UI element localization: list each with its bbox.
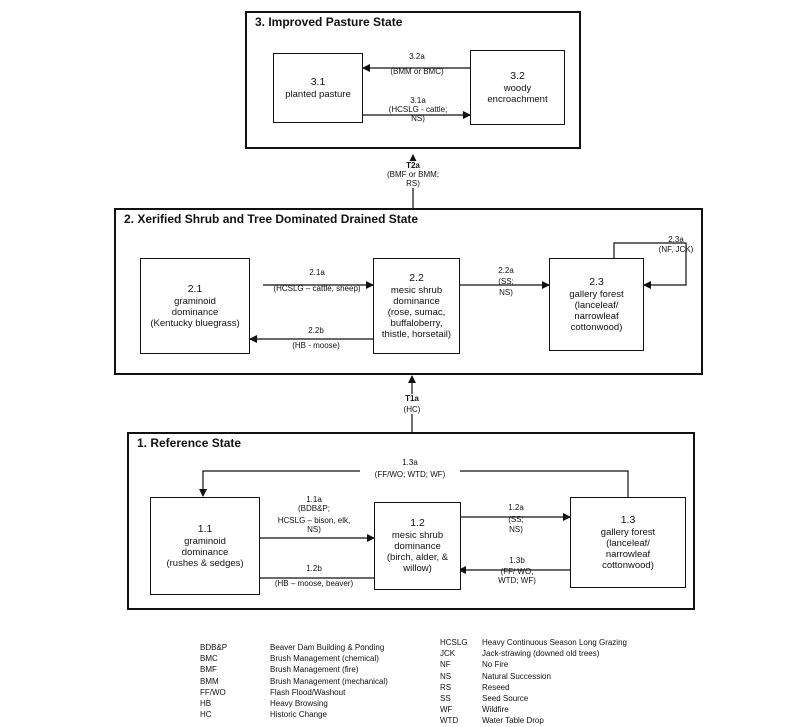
phase-2-2-line5: thistle, horsetail) xyxy=(381,328,452,340)
phase-3-2-number: 3.2 xyxy=(510,69,525,82)
phase-2-2-line4: buffaloberry, xyxy=(390,317,443,329)
transition-2-3a-label: 2.3a (NF, JCK) xyxy=(658,235,694,254)
phase-1-1-line3: (rushes & sedges) xyxy=(166,557,244,569)
phase-1-2-number: 1.2 xyxy=(410,517,425,529)
phase-1-3-line2: (lanceleaf/ xyxy=(606,537,650,549)
state-3-title: 3. Improved Pasture State xyxy=(255,15,403,29)
phase-2-3-line3: narrowleaf xyxy=(574,310,619,322)
phase-1-3-box: 1.3 gallery forest (lanceleaf/ narrowlea… xyxy=(570,497,686,588)
phase-1-1-number: 1.1 xyxy=(197,522,213,535)
phase-1-1-line2: dominance xyxy=(181,546,229,558)
transition-1-1a-label: 1.1a (BDB&P; HCSLG – bison, elk, NS) xyxy=(277,495,351,534)
transition-2-1a-label: 2.1a (HCSLG – cattle, sheep) xyxy=(273,268,361,293)
transition-T2a-label: T2a (BMF or BMM; RS) xyxy=(376,161,450,188)
transition-3-1a-label: 3.1a (HCSLG - cattle; NS) xyxy=(388,96,448,123)
state-3-frame: 3. Improved Pasture State xyxy=(245,11,581,149)
state-2-frame: 2. Xerified Shrub and Tree Dominated Dra… xyxy=(114,208,703,375)
phase-1-3-line3: narrowleaf xyxy=(605,548,651,560)
transition-T1a-label: T1a (HC) xyxy=(396,394,428,414)
phase-2-2-line1: mesic shrub xyxy=(390,284,443,296)
phase-3-2-text: woody encroachment xyxy=(487,82,548,105)
phase-1-2-line4: willow) xyxy=(403,563,432,574)
phase-1-2-line1: mesic shrub xyxy=(391,530,444,541)
phase-2-3-number: 2.3 xyxy=(589,275,604,288)
phase-2-2-number: 2.2 xyxy=(409,271,424,284)
phase-3-1-box: 3.1 planted pasture xyxy=(273,53,363,123)
phase-2-1-number: 2.1 xyxy=(187,282,203,295)
phase-2-2-box: 2.2 mesic shrub dominance (rose, sumac, … xyxy=(373,258,460,354)
phase-1-3-line4: cottonwood) xyxy=(602,559,654,571)
phase-2-1-box: 2.1 graminoid dominance (Kentucky bluegr… xyxy=(140,258,250,354)
phase-1-3-line1: gallery forest xyxy=(600,526,656,538)
transition-2-2b-label: 2.2b (HB - moose) xyxy=(292,326,340,350)
transition-2-2a-label: 2.2a (SS; NS) xyxy=(498,266,514,297)
state-1-title: 1. Reference State xyxy=(137,436,242,450)
phase-1-2-line3: (birch, alder, & xyxy=(386,552,449,563)
phase-1-2-box: 1.2 mesic shrub dominance (birch, alder,… xyxy=(374,502,461,590)
transition-1-3b-label: 1.3b (FF/ WO; WTD; WF) xyxy=(498,556,536,585)
phase-2-2-line3: (rose, sumac, xyxy=(387,306,446,318)
phase-2-3-line4: cottonwood) xyxy=(570,321,623,333)
phase-2-1-line2: dominance xyxy=(171,306,219,318)
phase-2-2-line2: dominance xyxy=(393,295,440,307)
phase-3-1-number: 3.1 xyxy=(310,75,326,88)
transition-1-3a-label: 1.3a (FF/WO; WTD; WF) xyxy=(360,458,460,479)
phase-2-1-line3: (Kentucky bluegrass) xyxy=(150,317,240,329)
phase-1-3-number: 1.3 xyxy=(620,513,636,526)
phase-1-1-box: 1.1 graminoid dominance (rushes & sedges… xyxy=(150,497,260,595)
phase-2-3-line2: (lanceleaf/ xyxy=(574,299,619,311)
phase-3-1-text: planted pasture xyxy=(285,88,351,100)
state-1-frame: 1. Reference State xyxy=(127,432,695,610)
phase-1-2-line2: dominance xyxy=(394,541,441,552)
transition-1-2a-label: 1.2a (SS; NS) xyxy=(508,503,524,534)
arrow-2-3a xyxy=(613,242,687,289)
transition-3-2a-label: 3.2a (BMM or BMC) xyxy=(390,52,444,76)
phase-1-1-line1: graminoid xyxy=(184,535,226,547)
phase-3-2-box: 3.2 woody encroachment xyxy=(470,50,565,125)
transition-1-2b-label: 1.2b (HB – moose, beaver) xyxy=(274,564,354,588)
phase-2-1-line1: graminoid xyxy=(174,295,216,307)
phase-2-3-line1: gallery forest xyxy=(569,288,624,300)
state-2-title: 2. Xerified Shrub and Tree Dominated Dra… xyxy=(124,212,419,226)
phase-2-3-box: 2.3 gallery forest (lanceleaf/ narrowlea… xyxy=(549,258,644,351)
